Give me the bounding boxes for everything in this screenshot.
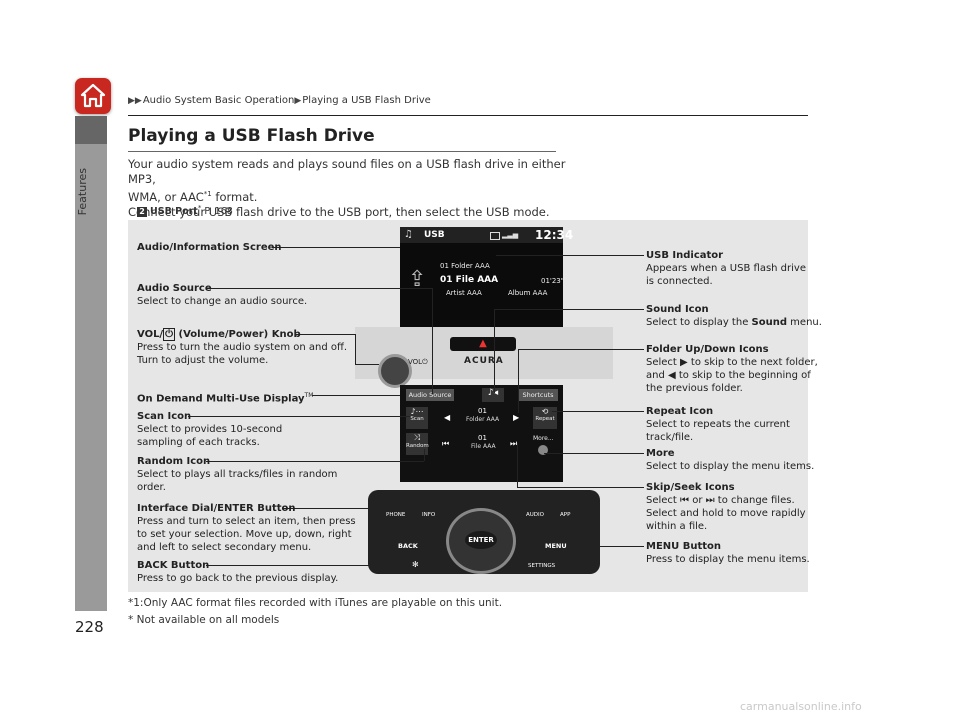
info-button[interactable]: INFO <box>422 512 436 518</box>
audio-button[interactable]: AUDIO <box>526 512 544 518</box>
artist-row: Artist AAA <box>446 289 482 297</box>
breadcrumb: ▶▶Audio System Basic Operation▶Playing a… <box>128 95 431 106</box>
audio-source-button[interactable]: Audio Source <box>406 389 454 401</box>
callout-skip-icons: Skip/Seek Icons Select ⏮ or ⏭ to change … <box>646 482 806 532</box>
skip-back-icon: ⏮ <box>680 495 690 506</box>
callout-audio-source: Audio Source Select to change an audio s… <box>137 283 308 307</box>
repeat-button[interactable]: ⟲Repeat <box>533 407 557 429</box>
sidebar-strip <box>75 116 107 611</box>
breadcrumb-link-basic-operation[interactable]: Audio System Basic Operation <box>142 95 295 106</box>
phone-button[interactable]: PHONE <box>386 512 406 518</box>
file-number: 01 <box>478 434 487 442</box>
page-title: Playing a USB Flash Drive <box>128 126 375 146</box>
skip-forward-button[interactable]: ⏭ <box>510 439 518 448</box>
file-name: File AAA <box>471 443 496 450</box>
more-icon <box>538 445 548 455</box>
vol-knob-label: VOL⏻ <box>408 358 428 366</box>
app-button[interactable]: APP <box>560 512 571 518</box>
usb-port-reference-link[interactable]: 2 USB Port* P. 168 <box>137 204 233 218</box>
shortcuts-button[interactable]: Shortcuts <box>518 389 558 401</box>
folder-up-icon: ▶ <box>680 357 688 368</box>
callout-folder-icons: Folder Up/Down Icons Select ▶ to skip to… <box>646 344 818 394</box>
callout-on-demand-display: On Demand Multi-Use DisplayTM <box>137 392 314 405</box>
settings-button[interactable]: SETTINGS <box>528 563 556 569</box>
folder-row: 01 Folder AAA <box>440 262 490 270</box>
skip-back-button[interactable]: ⏮ <box>442 439 450 448</box>
callout-random: Random Icon Select to plays all tracks/f… <box>137 456 338 493</box>
power-icon: ⏻ <box>163 328 176 341</box>
on-demand-display[interactable]: Audio Source ♪◂ Shortcuts ♪⋯Scan ◀ 01 Fo… <box>400 385 563 482</box>
callout-audio-info-screen: Audio/Information Screen <box>137 242 282 253</box>
header-divider <box>128 115 808 116</box>
watermark: carmanualsonline.info <box>740 700 862 713</box>
scan-icon: ♪⋯ <box>410 407 424 416</box>
sidebar-section-label: Features <box>76 168 89 216</box>
more-button[interactable]: More... <box>533 435 554 442</box>
page-number: 228 <box>75 618 104 636</box>
callout-more: More Select to display the menu items. <box>646 448 815 472</box>
callout-scan: Scan Icon Select to provides 10-second s… <box>137 411 283 448</box>
usb-symbol-icon: ⇪ <box>408 267 427 292</box>
callout-menu-button: MENU Button Press to display the menu it… <box>646 541 810 565</box>
elapsed-time: 01'23" <box>541 277 564 285</box>
hazard-icon: ▲ <box>479 338 487 349</box>
usb-indicator-icon <box>490 232 500 240</box>
folder-down-icon: ◀ <box>668 370 676 381</box>
interface-dial[interactable]: ENTER <box>446 508 516 574</box>
screen-clock: 12:34 <box>535 228 574 242</box>
callout-vol-knob: VOL/⏻ (Volume/Power) Knob Press to turn … <box>137 328 348 366</box>
callout-interface-dial: Interface Dial/ENTER Button Press and tu… <box>137 503 356 553</box>
footnote-aac: *1:Only AAC format files recorded with i… <box>128 597 503 609</box>
footnote-availability: * Not available on all models <box>128 614 280 626</box>
scan-button[interactable]: ♪⋯Scan <box>406 407 428 429</box>
home-icon[interactable] <box>75 78 111 114</box>
repeat-icon: ⟲ <box>541 407 549 416</box>
title-divider <box>128 151 556 152</box>
menu-button[interactable]: MENU <box>545 542 567 550</box>
random-icon: ⤨ <box>413 433 421 442</box>
music-note-icon: ♫ <box>404 229 413 240</box>
brightness-button[interactable]: ✻ <box>412 560 419 569</box>
album-row: Album AAA <box>508 289 548 297</box>
volume-power-knob[interactable] <box>378 354 412 388</box>
callout-usb-indicator: USB Indicator Appears when a USB flash d… <box>646 250 806 287</box>
folder-up-button[interactable]: ▶ <box>513 413 520 422</box>
callout-sound-icon: Sound Icon Select to display the Sound m… <box>646 304 822 328</box>
callout-repeat-icon: Repeat Icon Select to repeats the curren… <box>646 406 790 443</box>
random-button[interactable]: ⤨Random <box>406 433 429 455</box>
folder-number: 01 <box>478 407 487 415</box>
hazard-button[interactable]: ▲ <box>450 337 516 351</box>
callout-back-button: BACK Button Press to go back to the prev… <box>137 560 339 584</box>
folder-down-button[interactable]: ◀ <box>444 413 451 422</box>
folder-name: Folder AAA <box>466 416 500 423</box>
sidebar-tab <box>75 116 107 144</box>
back-button[interactable]: BACK <box>398 542 418 550</box>
audio-information-screen[interactable]: ♫ USB ▂▃▅ 12:34 ⇪ 01 Folder AAA 01 File … <box>400 227 573 327</box>
reference-arrow-icon: 2 <box>137 207 147 218</box>
skip-forward-icon: ⏭ <box>705 495 715 506</box>
file-row: 01 File AAA <box>440 275 499 285</box>
intro-text: Your audio system reads and plays sound … <box>128 157 566 219</box>
enter-button[interactable]: ENTER <box>465 531 497 549</box>
sound-icon-button[interactable]: ♪◂ <box>482 388 504 402</box>
breadcrumb-current: Playing a USB Flash Drive <box>302 95 431 106</box>
screen-source-label: USB <box>424 230 445 240</box>
brand-logo: ACURA <box>464 356 504 366</box>
signal-icon: ▂▃▅ <box>502 231 519 239</box>
